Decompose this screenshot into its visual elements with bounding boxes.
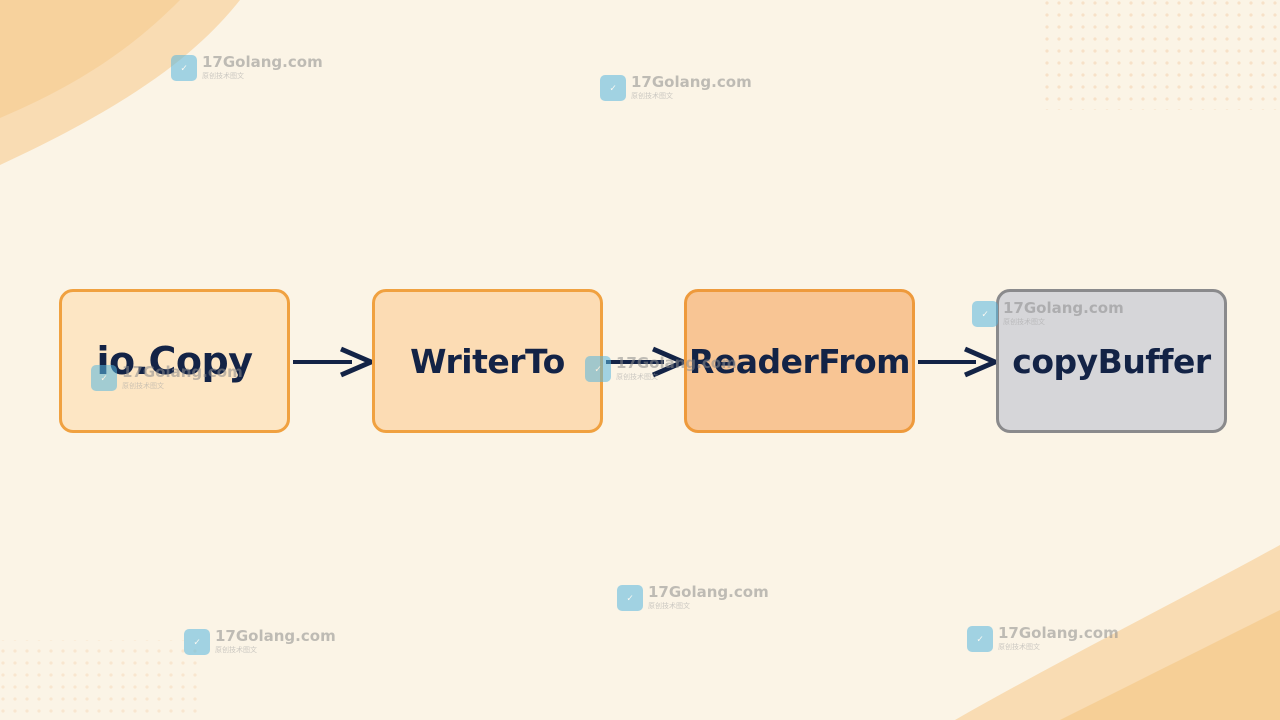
node-label-writer-to: WriterTo [410,341,565,381]
node-copy-buffer: copyBuffer [996,289,1227,433]
arrow-io-copy-to-writer-to [293,346,378,378]
node-label-io-copy: io.Copy [96,339,253,383]
arrow-writer-to-to-reader-from [606,346,690,378]
node-writer-to: WriterTo [372,289,603,433]
node-reader-from: ReaderFrom [684,289,915,433]
node-label-copy-buffer: copyBuffer [1012,341,1211,381]
node-label-reader-from: ReaderFrom [688,341,911,381]
node-io-copy: io.Copy [59,289,290,433]
arrow-reader-from-to-copy-buffer [918,346,1002,378]
